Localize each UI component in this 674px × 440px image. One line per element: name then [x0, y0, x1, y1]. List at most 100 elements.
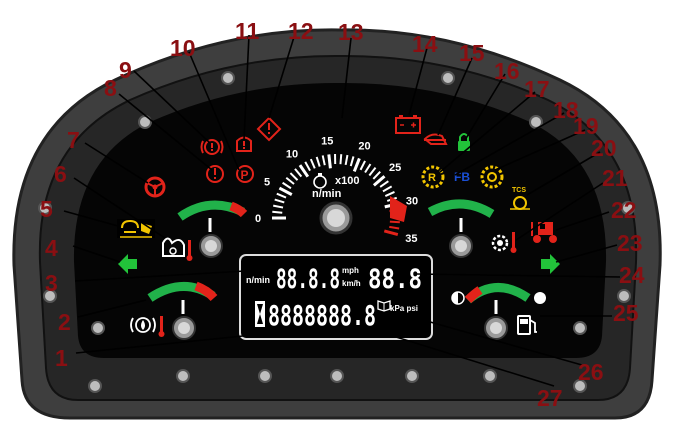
parking-brake-letter: P: [241, 168, 249, 182]
tachometer-tick: [339, 154, 343, 165]
callout-23: 23: [617, 230, 643, 256]
callout-10: 10: [170, 35, 196, 61]
tachometer-tick: [309, 158, 316, 169]
tachometer-tick: [321, 155, 326, 166]
callout-3: 3: [45, 270, 58, 296]
tachometer-tick: [372, 175, 386, 187]
lcd-odometer-digits: 8888888.8: [268, 299, 376, 332]
tachometer-tick: [372, 171, 381, 180]
tachometer-tick: [276, 192, 287, 199]
glow-plug-icon: [117, 219, 155, 238]
book-icon: [377, 300, 391, 312]
tachometer-tick-label: 0: [255, 213, 261, 225]
lcd-speed-unit-mph: mph: [342, 266, 359, 275]
turn-right-arrow-icon: [541, 254, 560, 274]
callout-8: 8: [104, 75, 117, 101]
tachometer-tick: [274, 198, 285, 204]
callout-27: 27: [537, 385, 563, 411]
brake-fault-icon: [206, 165, 224, 183]
traction-control-icon: TCS: [510, 187, 530, 210]
tachometer-tick: [382, 185, 393, 193]
lcd-display: n/min 88.8.8 mph km/h 88.8 8888888.8 kPa…: [239, 254, 433, 340]
callout-24: 24: [619, 262, 645, 288]
tachometer-multiplier: x100: [335, 175, 359, 187]
callout-9: 9: [119, 57, 132, 83]
fuel-pump-icon: [517, 315, 537, 335]
reverse-gear-icon: R: [421, 165, 445, 189]
coolant-temp-icon: [162, 237, 193, 261]
turn-left-arrow-icon: [118, 254, 137, 274]
callout-2: 2: [58, 309, 71, 335]
coolant-temp-gauge: [162, 200, 248, 261]
lcd-speed-digits: 88.8.8: [276, 264, 340, 295]
tire-pressure-icon: [236, 136, 252, 152]
callout-5: 5: [40, 196, 53, 222]
fuel-full-icon: [534, 292, 546, 304]
callout-4: 4: [45, 235, 58, 261]
tachometer-tick: [285, 176, 295, 185]
callout-26: 26: [578, 359, 604, 385]
brake-warning-icon: [200, 139, 224, 155]
tachometer-tick: [349, 156, 355, 167]
callout-19: 19: [573, 113, 599, 139]
tachometer-tick-label: 20: [358, 140, 370, 152]
tachometer-tick: [278, 186, 293, 196]
traction-control-label: TCS: [512, 187, 526, 194]
callout-25: 25: [613, 300, 639, 326]
tachometer-tick: [289, 172, 299, 181]
lcd-right-digits: 88.8: [368, 264, 422, 295]
tachometer-tick-label: 10: [286, 149, 298, 161]
callout-13: 13: [338, 19, 364, 45]
transmission-temp-gauge: [427, 199, 517, 258]
tachometer-tick: [294, 168, 303, 178]
tachometer-tick-label: 5: [264, 177, 270, 189]
lcd-rpm-unit: n/min: [246, 275, 270, 285]
callout-15: 15: [459, 40, 485, 66]
tachometer-tick: [379, 180, 389, 188]
fb-indicator-letters: FB: [454, 170, 470, 184]
leader-lines: [63, 34, 621, 387]
callout-20: 20: [591, 135, 617, 161]
callout-22: 22: [611, 197, 637, 223]
tachometer-tick: [282, 181, 292, 190]
tachometer-tick: [359, 160, 366, 171]
oil-pressure-gauge: [130, 281, 218, 340]
callout-18: 18: [553, 97, 579, 123]
tachometer-tick-label: 25: [389, 162, 401, 174]
powertrain-warning-icon: [480, 165, 504, 189]
callout-numbers: 1 2 3 4 5 6 7 8 9 10 11 12 13 14 15 16 1…: [40, 18, 645, 411]
seatbelt-icon: [423, 133, 448, 145]
tachometer-tick: [327, 154, 332, 169]
tachometer-tick-label: 30: [406, 196, 418, 208]
tachometer-tick: [315, 156, 321, 167]
tachometer-tick: [383, 229, 399, 237]
callout-14: 14: [412, 31, 438, 57]
tachometer-tick: [384, 191, 395, 197]
callout-7: 7: [67, 127, 80, 153]
tachometer-tick: [352, 157, 361, 173]
tachometer-tick: [368, 167, 377, 177]
parking-brake-icon: P: [236, 165, 254, 183]
tachometer-tick-label: 15: [321, 135, 333, 147]
callout-16: 16: [494, 58, 520, 84]
master-warning-icon: [256, 116, 282, 142]
rollover-warning-icon: [531, 222, 557, 243]
fb-indicator-icon: FB: [454, 170, 470, 184]
tachometer-tick: [389, 220, 400, 224]
tachometer-unit: n/min: [312, 188, 342, 200]
fuel-empty-icon: [451, 291, 465, 305]
tachometer-tick: [344, 154, 349, 166]
tachometer-tick: [298, 164, 310, 178]
tachometer-tick: [389, 225, 400, 230]
tachometer-tick: [272, 210, 283, 214]
lcd-speed-unit-kmh: km/h: [342, 279, 361, 288]
callout-1: 1: [55, 345, 68, 371]
callout-12: 12: [288, 18, 314, 44]
callout-11: 11: [235, 18, 260, 44]
tachometer-tick: [304, 161, 311, 172]
oil-pressure-icon: [130, 316, 165, 337]
battery-charge-icon: [395, 115, 421, 134]
callout-21: 21: [602, 165, 628, 191]
